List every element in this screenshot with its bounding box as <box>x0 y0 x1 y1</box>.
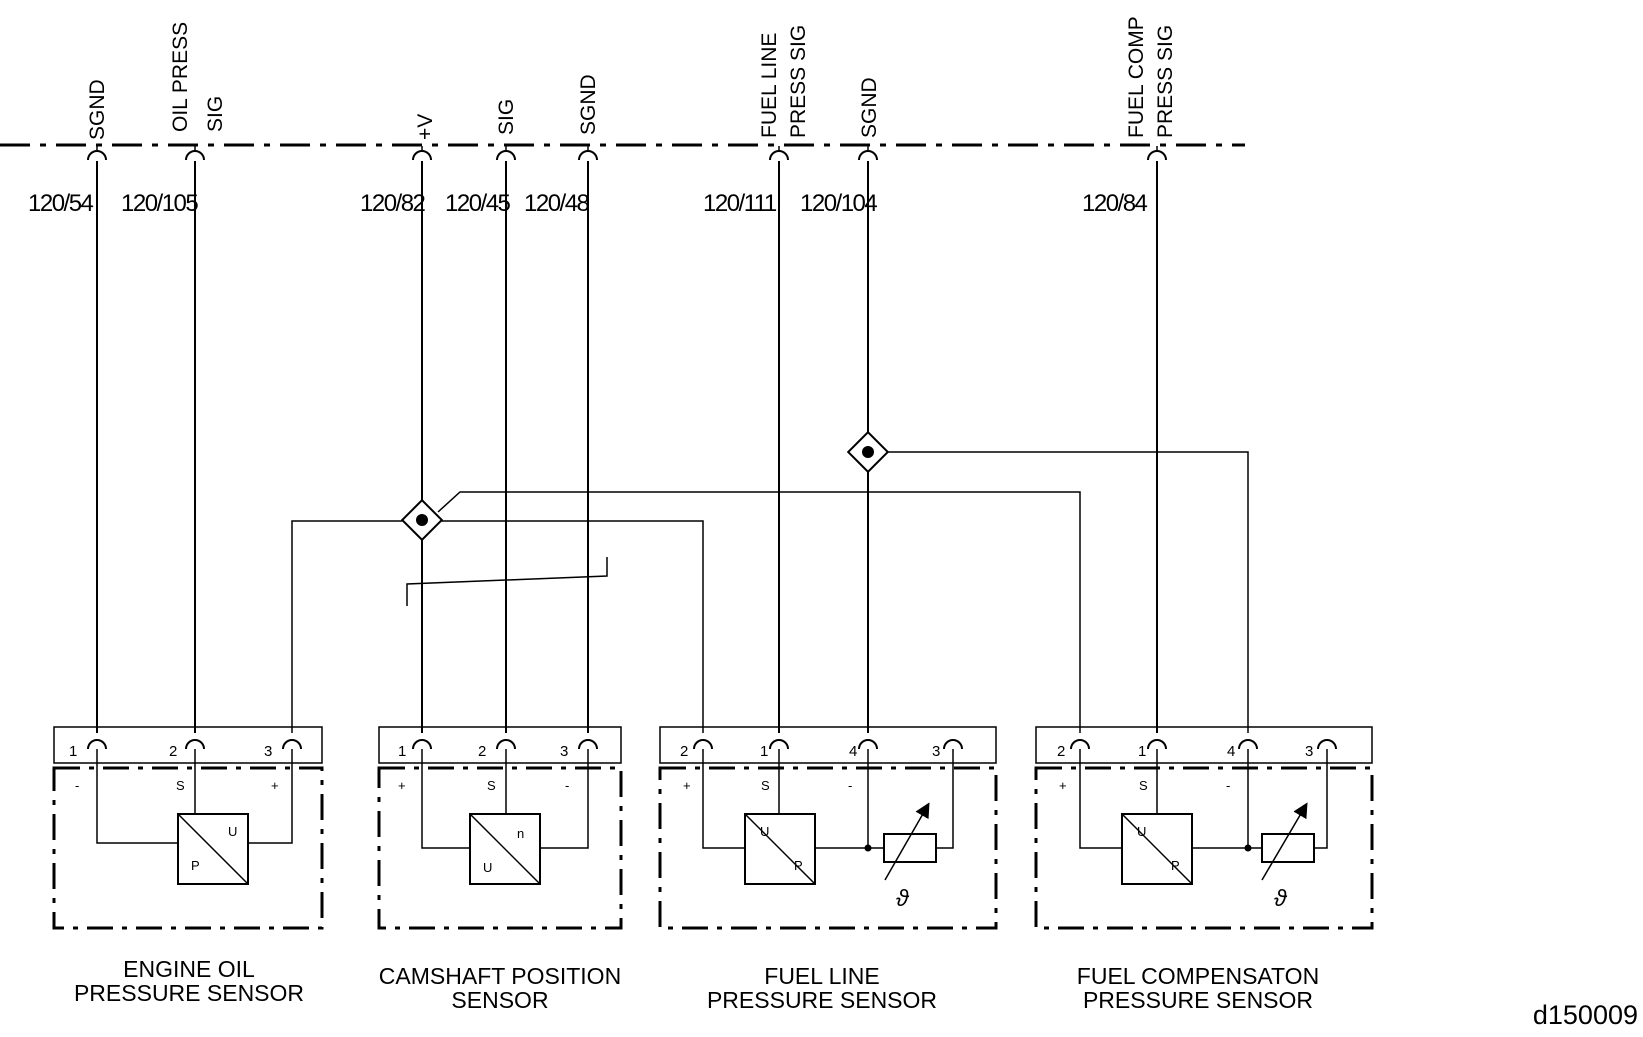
signal-labels: SGND OIL PRESS SIG +V SIG SGND FUEL LINE… <box>86 16 1177 140</box>
thermistor-symbol: ϑ <box>1261 802 1315 911</box>
sensor-body <box>1034 766 1374 930</box>
wire-number: 120/48 <box>524 190 590 217</box>
converter-block <box>744 813 816 885</box>
wire-number: 120/54 <box>28 190 94 217</box>
pin-number: 3 <box>264 743 272 760</box>
splice-sgnd <box>846 430 890 474</box>
thermistor-theta: ϑ <box>1274 885 1288 911</box>
fuel-line-pressure-sensor: 2 1 4 3 + S - U P ϑ FUEL LINE PRESSURE S… <box>658 726 998 1013</box>
pin-number: 3 <box>560 743 568 760</box>
wire-numbers: 120/54 120/105 120/82 120/45 120/48 120/… <box>28 190 1149 217</box>
splice-plus-v <box>400 498 444 542</box>
sensor-body <box>52 766 324 930</box>
signal-label-sig: SIG <box>495 99 518 135</box>
polarity-label: S <box>176 778 185 793</box>
signal-label-sgnd-1: SGND <box>86 79 109 140</box>
polarity-label: - <box>848 778 852 793</box>
wire-number: 120/111 <box>703 190 777 217</box>
signal-label-fuel-comp-1: FUEL COMP <box>1125 16 1148 138</box>
signal-label-oil-press-1: OIL PRESS <box>169 22 192 132</box>
polarity-label: + <box>398 778 406 793</box>
sensor-label: FUEL COMPENSATON <box>1077 963 1319 989</box>
converter-label: P <box>191 858 200 873</box>
sensor-label: CAMSHAFT POSITION <box>379 963 621 989</box>
signal-label-oil-press-2: SIG <box>204 96 227 132</box>
pin-number: 1 <box>398 743 406 760</box>
converter-label: U <box>760 824 769 839</box>
pin-number: 2 <box>680 743 688 760</box>
polarity-label: - <box>75 778 79 793</box>
bus-connectors <box>87 146 1167 161</box>
converter-label: U <box>1137 824 1146 839</box>
polarity-label: S <box>1139 778 1148 793</box>
pin-number: 1 <box>1138 743 1146 760</box>
signal-label-fuel-line-1: FUEL LINE <box>758 33 781 138</box>
sensor-label: PRESSURE SENSOR <box>707 987 937 1013</box>
pin-number: 3 <box>932 743 940 760</box>
figure-id: d150009 <box>1533 1000 1638 1030</box>
signal-label-sgnd-2: SGND <box>577 74 600 135</box>
sensor-label: PRESSURE SENSOR <box>74 980 304 1006</box>
fuel-compensation-pressure-sensor: 2 1 4 3 + S - U P ϑ FUEL COMPENSATON PRE… <box>1034 726 1374 1013</box>
camshaft-position-sensor: 1 2 3 + S - n U CAMSHAFT POSITION SENSOR <box>377 726 623 1013</box>
sensor-connector-housing <box>53 726 323 764</box>
signal-label-fuel-comp-2: PRESS SIG <box>1154 25 1177 138</box>
pin-number: 4 <box>849 743 857 760</box>
signal-label-sgnd-3: SGND <box>858 77 881 138</box>
converter-label: U <box>483 860 492 875</box>
sensor-connector-housing <box>1035 726 1373 764</box>
pin-number: 1 <box>760 743 768 760</box>
polarity-label: + <box>683 778 691 793</box>
wire-number: 120/84 <box>1082 190 1148 217</box>
pin-number: 3 <box>1305 743 1313 760</box>
signal-label-plus-v: +V <box>414 114 437 140</box>
converter-block <box>469 813 541 885</box>
converter-block <box>177 813 249 885</box>
wire-number: 120/82 <box>360 190 426 217</box>
polarity-label: S <box>487 778 496 793</box>
signal-label-fuel-line-2: PRESS SIG <box>787 25 810 138</box>
converter-label: U <box>228 824 237 839</box>
polarity-label: + <box>271 778 279 793</box>
engine-oil-pressure-sensor: 1 2 3 - S + U P ENGINE OIL PRESSURE SENS… <box>52 726 324 1006</box>
pin-number: 1 <box>69 743 77 760</box>
sensor-label: FUEL LINE <box>764 963 879 989</box>
sensor-label: ENGINE OIL <box>123 956 255 982</box>
polarity-label: - <box>565 778 569 793</box>
pin-number: 4 <box>1227 743 1235 760</box>
thermistor-symbol: ϑ <box>883 802 937 911</box>
converter-block <box>1121 813 1193 885</box>
wires <box>96 161 1249 733</box>
wire-number: 120/104 <box>800 190 877 217</box>
sensor-connector-housing <box>378 726 622 764</box>
polarity-label: S <box>761 778 770 793</box>
converter-label: n <box>517 826 524 841</box>
sensor-label: PRESSURE SENSOR <box>1083 987 1313 1013</box>
converter-label: P <box>794 858 803 873</box>
sensor-body <box>658 766 998 930</box>
wire-number: 120/45 <box>445 190 511 217</box>
sensor-body <box>377 766 623 930</box>
polarity-label: - <box>1226 778 1230 793</box>
sensor-connector-housing <box>659 726 997 764</box>
pin-number: 2 <box>1057 743 1065 760</box>
sensor-label: SENSOR <box>451 987 548 1013</box>
pin-number: 2 <box>478 743 486 760</box>
polarity-label: + <box>1059 778 1067 793</box>
thermistor-theta: ϑ <box>896 885 910 911</box>
converter-label: P <box>1171 858 1180 873</box>
pin-number: 2 <box>169 743 177 760</box>
wire-number: 120/105 <box>121 190 198 217</box>
